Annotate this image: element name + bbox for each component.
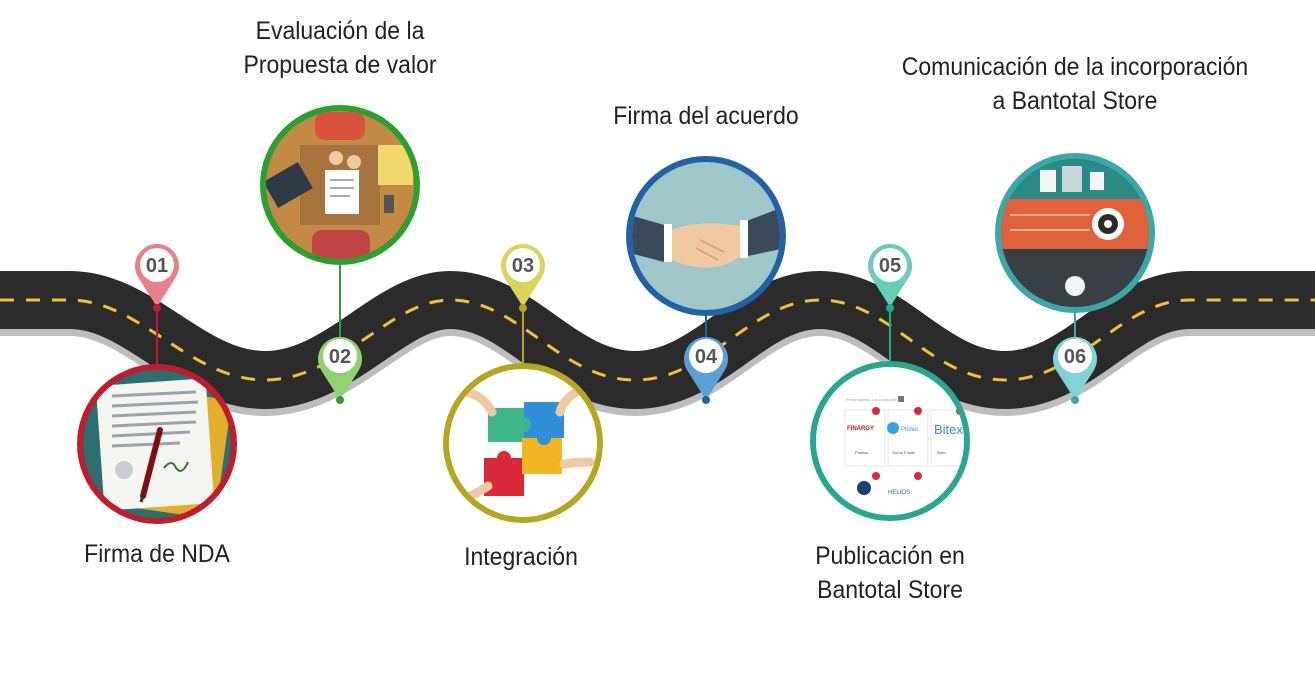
step-title-04: Firma del acuerdo (613, 102, 799, 130)
store-header-text: Presentamos: Los productos (846, 397, 897, 402)
card-1: Plastop (855, 450, 869, 455)
pin-03: 03 (501, 243, 546, 312)
brand-bitex: Bitex (934, 422, 963, 437)
document-signature-icon (77, 364, 237, 524)
step-title-02: Evaluación de la Propuesta de valor (243, 17, 437, 79)
step-title-05: Publicación en Bantotal Store (815, 542, 965, 604)
pin-06: 06 (1053, 336, 1097, 404)
brand-prideo: Prideo (901, 427, 919, 433)
card-3: Bitex (937, 450, 946, 455)
pin-04: 04 (684, 336, 729, 404)
pin-05: 05 (868, 243, 913, 312)
brand-finargy: FINARGY (847, 426, 874, 432)
step-number-04: 04 (695, 346, 718, 368)
handshake-icon (626, 156, 786, 316)
puzzle-icon (443, 363, 603, 523)
step-number-05: 05 (879, 255, 901, 277)
meeting-table-icon (260, 105, 420, 265)
brand-helios: HELIOS (888, 490, 910, 496)
step-number-01: 01 (146, 255, 168, 277)
pin-02: 02 (318, 336, 362, 404)
step-title-06: Comunicación de la incorporación a Banto… (901, 53, 1249, 115)
step-title-01: Firma de NDA (84, 540, 230, 568)
step-number-02: 02 (329, 346, 351, 368)
pin-01: 01 (135, 243, 179, 312)
card-2: Gurns Folder (892, 450, 916, 455)
step-number-03: 03 (512, 255, 534, 277)
step-title-03: Integración (464, 543, 578, 571)
step-number-06: 06 (1064, 346, 1086, 368)
technology-communication-icon (995, 153, 1155, 313)
store-screenshot-icon: Presentamos: Los productos FINARGY Pride… (810, 361, 970, 521)
road-center-line (0, 298, 1315, 382)
